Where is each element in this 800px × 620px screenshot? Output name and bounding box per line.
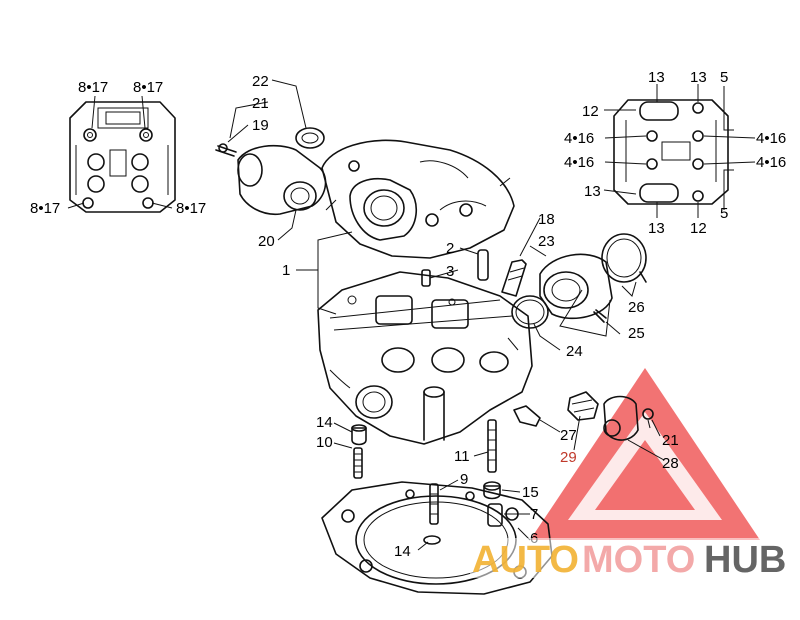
- label-8-17-top-left: 8•17: [78, 79, 108, 96]
- watermark-logo: [530, 368, 760, 540]
- label-28: 28: [662, 455, 679, 472]
- label-21-right: 21: [662, 432, 679, 449]
- label-12-top: 12: [582, 103, 599, 120]
- label-12-bottom: 12: [690, 220, 707, 237]
- watermark-wordmark: AUTO MOTO HUB: [470, 538, 792, 581]
- label-14-top: 14: [316, 414, 333, 431]
- label-18: 18: [538, 211, 555, 228]
- label-23: 23: [538, 233, 555, 250]
- label-25: 25: [628, 325, 645, 342]
- label-14-bottom: 14: [394, 543, 411, 560]
- label-1: 1: [282, 262, 290, 279]
- nut-and-dowel: [483, 481, 503, 527]
- water-pump-cover-group: [215, 127, 327, 216]
- head-top-view-left: [69, 101, 176, 213]
- label-8-17-top-right: 8•17: [133, 79, 163, 96]
- label-4-16-right-a: 4•16: [756, 130, 786, 147]
- label-15: 15: [522, 484, 539, 501]
- label-4-16-left-b: 4•16: [564, 154, 594, 171]
- cylinder-head-cover: [321, 139, 515, 259]
- label-5-bottom: 5: [720, 205, 728, 222]
- label-11: 11: [454, 448, 470, 465]
- label-13-bottom: 13: [648, 220, 665, 237]
- watermark-hub: HUB: [704, 539, 786, 581]
- label-21-top: 21: [252, 95, 269, 112]
- label-27: 27: [560, 427, 577, 444]
- label-24: 24: [566, 343, 583, 360]
- label-3: 3: [446, 263, 454, 280]
- intake-parts: [501, 233, 647, 329]
- label-10: 10: [316, 434, 333, 451]
- head-bolt-nut-left: [351, 424, 367, 479]
- label-26: 26: [628, 299, 645, 316]
- label-9: 9: [460, 471, 468, 488]
- cylinder-head: [317, 271, 533, 445]
- label-13-top-b: 13: [690, 69, 707, 86]
- label-19: 19: [252, 117, 269, 134]
- label-13-top-a: 13: [648, 69, 665, 86]
- label-22: 22: [252, 73, 269, 90]
- thermostat-housing-group: [513, 391, 654, 441]
- label-2: 2: [446, 240, 454, 257]
- label-13-left: 13: [584, 183, 601, 200]
- label-4-16-left-a: 4•16: [564, 130, 594, 147]
- label-8-17-bottom-left: 8•17: [30, 200, 60, 217]
- watermark-moto: MOTO: [582, 539, 695, 581]
- label-8-17-bottom-right: 8•17: [176, 200, 206, 217]
- label-20: 20: [258, 233, 275, 250]
- valve-cover-top-view-right: [613, 99, 729, 205]
- watermark-auto: AUTO: [472, 539, 579, 581]
- label-4-16-right-b: 4•16: [756, 154, 786, 171]
- label-7: 7: [530, 506, 538, 523]
- part-labels: 8•17 8•17 8•17 8•17 22 21 19 20 1 2 3 18…: [30, 69, 786, 560]
- label-29: 29: [560, 449, 577, 466]
- label-5-top: 5: [720, 69, 728, 86]
